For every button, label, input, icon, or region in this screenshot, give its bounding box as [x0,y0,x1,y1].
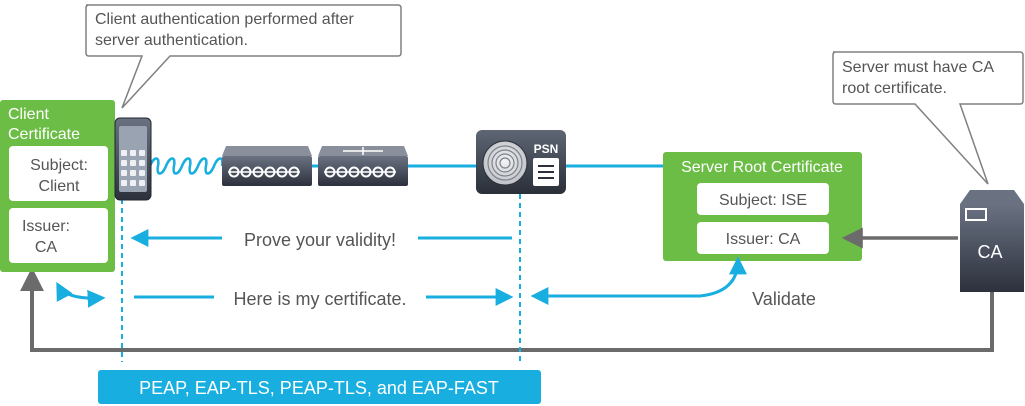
server-root-certificate: Server Root Certificate Subject: ISE Iss… [663,152,862,261]
client-auth-callout: Client authentication performed after se… [85,4,402,109]
client-cert-arrow [56,281,106,308]
client-cert-issuer-1: Issuer: [22,218,70,235]
client-note-line-1: Client authentication performed after [95,11,354,28]
mobile-phone-icon [114,117,152,201]
ca-label: CA [977,242,1002,262]
psn-server-icon: PSN [476,130,566,194]
distribution-switch-icon [318,146,408,186]
wireless-link [148,157,224,175]
validate-arrow [530,256,747,305]
client-cert-subject-1: Subject: [30,157,88,174]
client-certificate: Client Certificate Subject: Client Issue… [0,100,115,272]
server-ca-callout: Server must have CA root certificate. [832,51,1024,185]
server-cert-subject: Subject: ISE [719,192,807,209]
client-cert-issuer-2: CA [35,239,58,256]
access-switch-icon [222,146,312,186]
psn-label: PSN [534,142,559,156]
client-cert-title-2: Certificate [8,126,80,143]
ca-to-client-path [20,267,994,352]
protocols-banner: PEAP, EAP-TLS, PEAP-TLS, and EAP-FAST [98,370,541,404]
server-cert-title: Server Root Certificate [681,159,843,176]
client-cert-subject-2: Client [39,178,80,195]
validate-text: Validate [752,289,816,309]
client-note-line-2: server authentication. [95,32,248,49]
protocols-text: PEAP, EAP-TLS, PEAP-TLS, and EAP-FAST [139,378,499,398]
client-cert-title-1: Client [8,106,49,123]
server-note-line-1: Server must have CA [842,59,994,76]
ca-server-icon: CA [960,190,1024,292]
server-note-line-2: root certificate. [842,80,947,97]
server-cert-issuer: Issuer: CA [726,231,801,248]
prove-text: Prove your validity! [244,230,396,250]
here-text: Here is my certificate. [233,289,406,309]
